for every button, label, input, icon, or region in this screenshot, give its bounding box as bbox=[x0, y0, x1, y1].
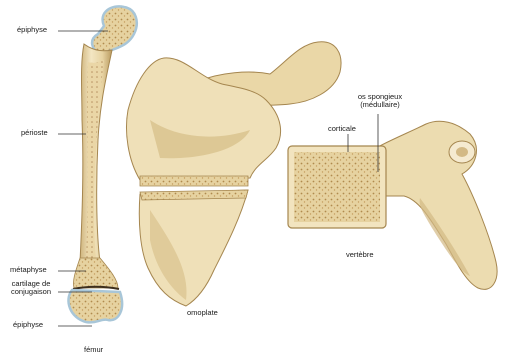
femur-metaphysis bbox=[73, 258, 118, 288]
vertebra-facet-center bbox=[456, 147, 468, 157]
label-metaphyse: métaphyse bbox=[10, 266, 47, 274]
label-os-spongieux-line2: (médullaire) bbox=[340, 101, 420, 109]
caption-vertebre: vertèbre bbox=[346, 251, 374, 259]
scapula-section-top bbox=[140, 176, 248, 186]
scapula-section-bottom bbox=[140, 190, 248, 200]
label-perioste: périoste bbox=[21, 129, 48, 137]
femur-lower-epiphysis bbox=[68, 290, 122, 322]
caption-femur: fémur bbox=[84, 346, 103, 354]
label-cartilage-line2: conjugaison bbox=[4, 288, 58, 296]
label-os-spongieux: os spongieux (médullaire) bbox=[340, 93, 420, 109]
vertebra-bone bbox=[288, 121, 497, 289]
caption-omoplate: omoplate bbox=[187, 309, 218, 317]
femur-upper-epiphysis bbox=[92, 6, 137, 54]
label-epiphyse-top: épiphyse bbox=[17, 26, 47, 34]
femur-bone bbox=[68, 6, 136, 322]
vertebra-spongy-bone bbox=[294, 152, 380, 222]
vertebra-posterior-arch bbox=[372, 121, 497, 289]
label-cartilage-de-conjugaison: cartilage de conjugaison bbox=[4, 280, 58, 296]
label-corticale: corticale bbox=[328, 125, 356, 133]
label-epiphyse-bottom: épiphyse bbox=[13, 321, 43, 329]
